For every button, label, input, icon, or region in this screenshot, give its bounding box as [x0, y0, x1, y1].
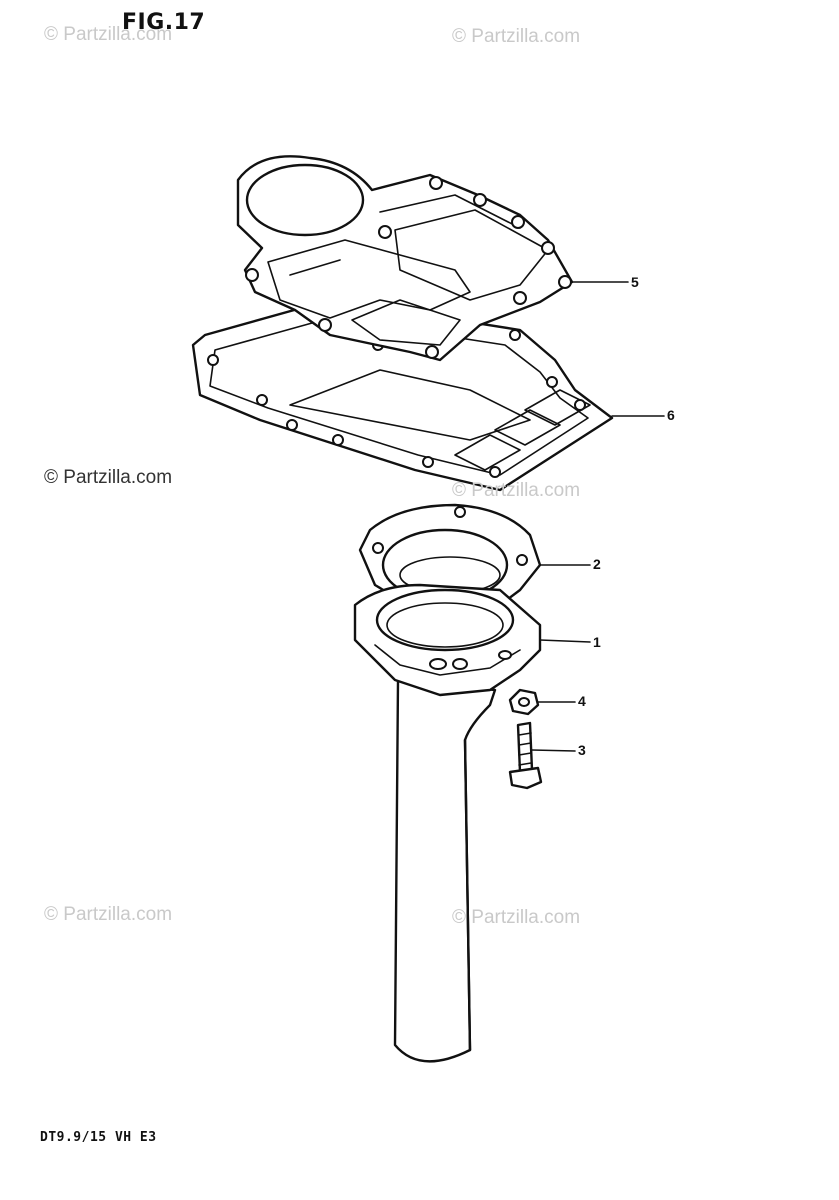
watermark: © Partzilla.com: [44, 467, 173, 488]
figure-title: FIG.17: [122, 10, 206, 35]
watermark: © Partzilla.com: [452, 907, 581, 928]
part-1-exhaust-tube[interactable]: [353, 583, 542, 1063]
watermark: © Partzilla.com: [44, 904, 173, 925]
part-5-gasket[interactable]: [236, 155, 574, 362]
leader-lines: [531, 281, 665, 752]
part-3-bolt[interactable]: [508, 721, 543, 790]
part-6-gasket[interactable]: [191, 298, 614, 492]
part-4-washer[interactable]: [508, 688, 540, 716]
callout-part-4[interactable]: 4: [578, 693, 586, 709]
watermark: © Partzilla.com: [452, 26, 581, 47]
callout-part-3[interactable]: 3: [578, 742, 586, 758]
callout-part-5[interactable]: 5: [631, 274, 639, 290]
callout-part-6[interactable]: 6: [667, 407, 675, 423]
leader-1: [539, 639, 591, 643]
callout-part-2[interactable]: 2: [593, 556, 601, 572]
model-code: DT9.9/15 VH E3: [40, 1130, 157, 1145]
leader-3: [531, 749, 576, 752]
watermark: © Partzilla.com: [44, 24, 173, 45]
watermark: © Partzilla.com: [452, 480, 581, 501]
callout-part-1[interactable]: 1: [593, 634, 601, 650]
